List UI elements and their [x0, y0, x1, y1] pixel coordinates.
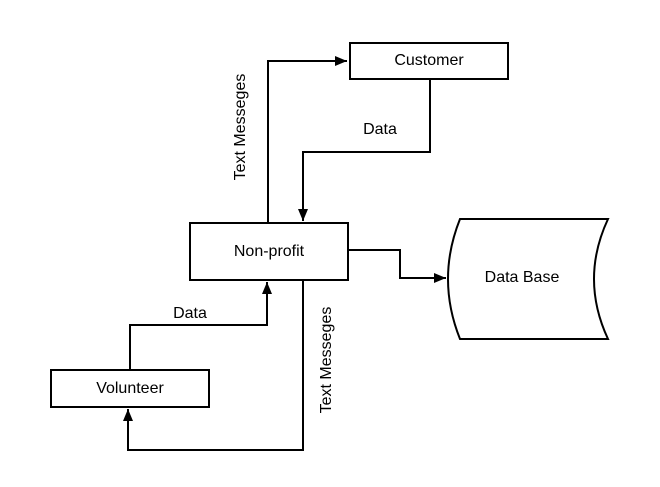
node-database-label: Data Base — [452, 258, 592, 298]
edge-label-data-top: Data — [363, 121, 397, 138]
node-customer-label: Customer — [394, 52, 464, 69]
node-non-profit: Non-profit — [189, 222, 349, 281]
edge-label-data-bottom: Data — [173, 305, 207, 322]
edge-label-text-messeges-top: Text Messeges — [232, 73, 249, 181]
node-database-label-text: Data Base — [484, 269, 560, 286]
node-customer: Customer — [349, 42, 509, 80]
edge-nonprofit-to-volunteer — [123, 281, 304, 451]
database-cylinder-shape — [447, 218, 610, 340]
node-volunteer: Volunteer — [50, 369, 210, 408]
node-non-profit-label: Non-profit — [233, 242, 305, 260]
edge-nonprofit-to-database — [349, 249, 446, 283]
edge-volunteer-to-nonprofit — [129, 282, 272, 369]
edge-label-text-messeges-bottom: Text Messeges — [318, 306, 335, 414]
edge-nonprofit-to-customer — [267, 56, 347, 222]
node-volunteer-label: Volunteer — [96, 379, 164, 397]
edge-customer-to-nonprofit — [298, 80, 431, 221]
